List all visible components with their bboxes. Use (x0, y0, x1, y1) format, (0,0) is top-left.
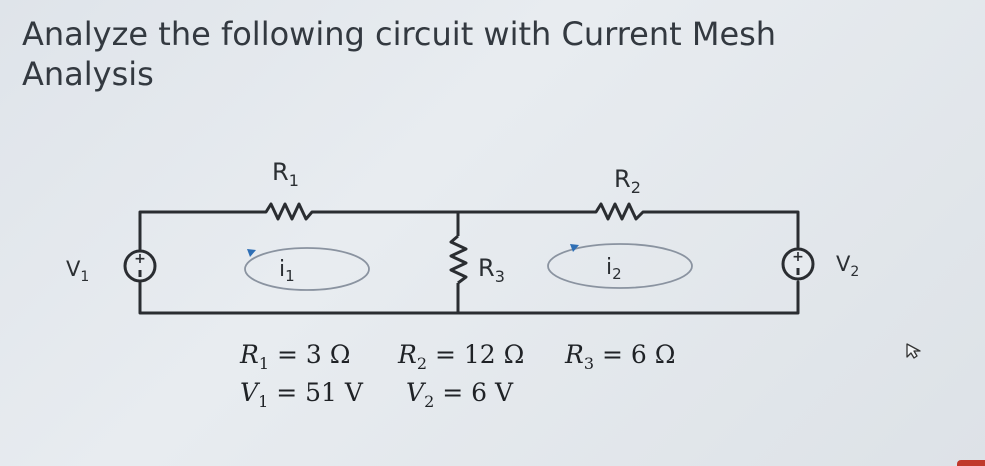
resistor-r1 (258, 202, 320, 221)
voltage-source-v2: + (781, 247, 815, 281)
svg-text:+: + (792, 249, 804, 265)
label-v2: V2 (836, 252, 859, 280)
mesh-arrow-i2 (570, 244, 579, 252)
problem-title: Analyze the following circuit with Curre… (22, 15, 777, 93)
corner-accent (957, 460, 985, 466)
label-r2: R2 (614, 165, 641, 197)
bottom-wire (138, 280, 800, 315)
equation-r1: R1 = 3 Ω (240, 340, 351, 373)
equation-r2: R2 = 12 Ω (398, 340, 525, 373)
mouse-cursor-icon (906, 343, 921, 359)
equation-r3: R3 = 6 Ω (565, 340, 676, 373)
resistor-r2 (588, 202, 652, 221)
label-r1: R1 (272, 158, 299, 190)
equation-v2: V2 = 6 V (406, 378, 513, 411)
mesh-loop-i2 (547, 243, 693, 289)
label-i2: i2 (606, 255, 622, 283)
label-i1: i1 (279, 257, 295, 285)
label-r3: R3 (478, 254, 505, 286)
voltage-source-v1: + (123, 249, 157, 283)
mesh-loop-i1 (244, 247, 370, 291)
top-wire (138, 210, 800, 252)
label-v1: V1 (66, 257, 89, 285)
equation-v1: V1 = 51 V (240, 378, 363, 411)
svg-text:+: + (134, 251, 146, 267)
mesh-arrow-i1 (247, 249, 256, 257)
resistor-r3 (449, 212, 468, 313)
